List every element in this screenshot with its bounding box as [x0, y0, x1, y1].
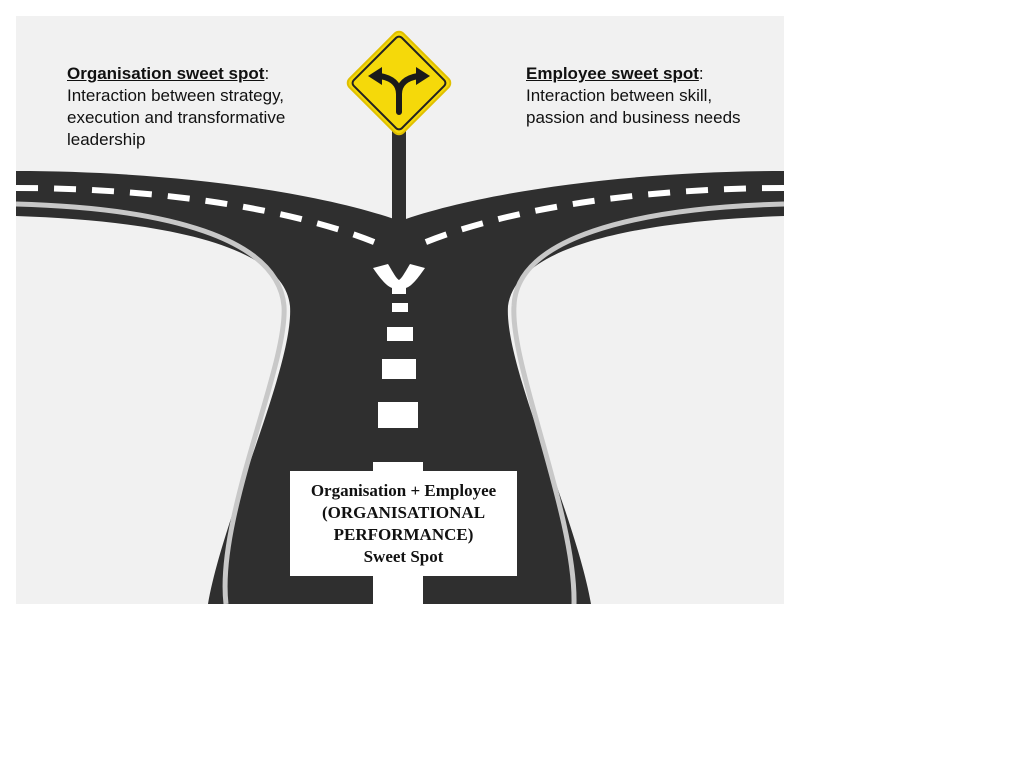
- employee-caption: Employee sweet spot: Interaction between…: [526, 63, 766, 129]
- performance-sweet-spot-box: Organisation + Employee (ORGANISATIONAL …: [290, 471, 517, 576]
- center-dash: [392, 303, 408, 312]
- caption-separator: :: [264, 64, 270, 83]
- lane-marking-left: [16, 185, 390, 251]
- employee-description: Interaction between skill, passion and b…: [526, 86, 741, 127]
- road-diagram: Organisation sweet spot: Interaction bet…: [16, 16, 784, 604]
- caption-separator: :: [698, 64, 704, 83]
- box-line-4: Sweet Spot: [363, 546, 444, 566]
- center-dash: [378, 402, 418, 428]
- box-line-2: (ORGANISATIONAL: [321, 502, 486, 522]
- fork-arrows-icon: [368, 67, 430, 115]
- employee-heading: Employee sweet spot: [526, 64, 699, 83]
- edge-line-right: [511, 201, 784, 604]
- center-dash: [382, 359, 416, 379]
- organisation-caption: Organisation sweet spot: Interaction bet…: [67, 63, 317, 151]
- lane-marking-right: [410, 185, 784, 251]
- road-surface: [16, 171, 784, 604]
- road-fork-arrow: [373, 264, 425, 294]
- box-line-1: Organisation + Employee: [310, 480, 497, 500]
- edge-line-left: [16, 201, 287, 604]
- organisation-description: Interaction between strategy, execution …: [67, 86, 286, 149]
- sign-post: [392, 126, 406, 224]
- organisation-heading: Organisation sweet spot: [67, 64, 265, 83]
- center-dash: [387, 327, 413, 341]
- box-line-3: PERFORMANCE): [333, 524, 474, 544]
